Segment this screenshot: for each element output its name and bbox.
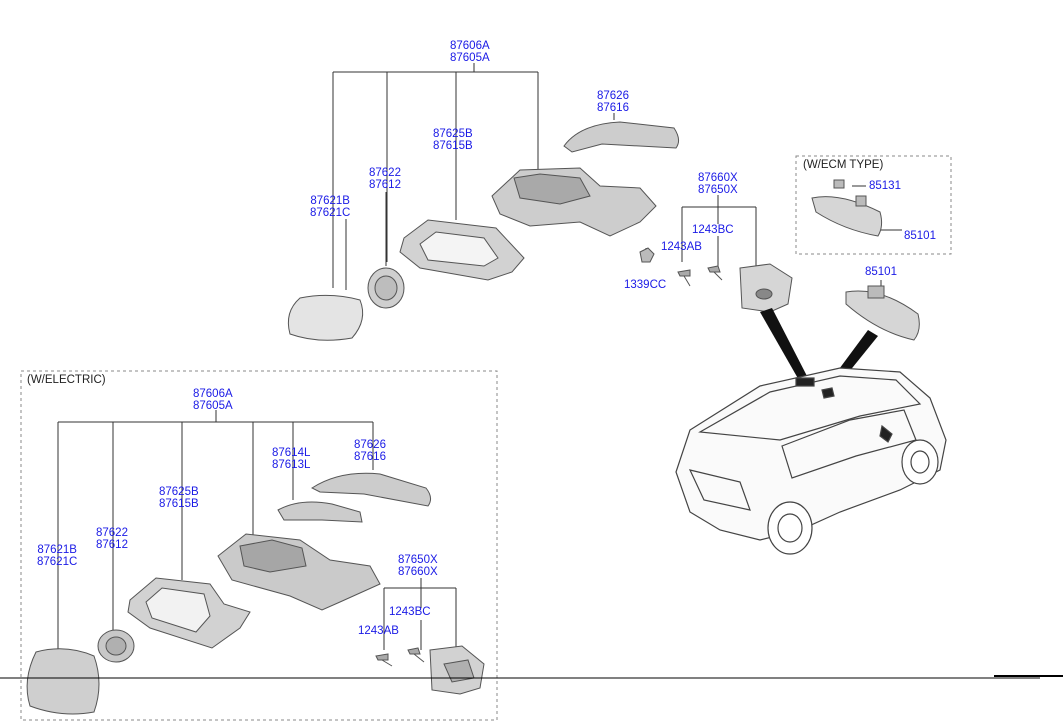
upper-holder-label: 87625B 87615B [433,128,473,152]
electric-screw-a-label: 1243BC [389,606,431,618]
bracket-screw-b-label: 1243AB [661,241,702,253]
ecm-cover-label: 85131 [869,180,901,192]
bottom-rules [0,675,1063,679]
electric-screw-1243ab-part [375,653,393,667]
bracket-part [739,263,793,313]
inside-mirror-label: 85101 [865,266,897,278]
electric-glass-part [26,648,100,715]
electric-bracket-header-label: 87650X 87660X [398,554,438,578]
upper-nut-label: 1339CC [624,279,667,291]
electric-leader-lines [57,410,457,650]
upper-glass-line-2: 87621C [310,207,351,219]
electric-repeater-part [277,501,363,523]
electric-glass-line-2: 87621C [37,556,78,568]
electric-box-outline [20,370,498,721]
screw-1243bc-part [707,265,723,281]
nut-part [639,247,655,263]
actuator-part [367,267,405,309]
electric-header-line-2: 87605A [193,400,233,412]
upper-cover-line-1: 87626 [597,90,629,102]
electric-cover-part [310,472,432,507]
bracket-header-line-2: 87650X [698,184,738,196]
upper-header-line-1: 87606A [450,40,490,52]
upper-actuator-label: 87622 87612 [369,167,401,191]
inside-mirror-part [845,285,920,341]
upper-holder-line-2: 87615B [433,140,473,152]
electric-actuator-label: 87622 87612 [96,527,128,551]
upper-cover-line-2: 87616 [597,102,629,114]
ecm-box-outline [795,155,952,255]
upper-glass-label: 87621B 87621C [310,195,350,219]
ecm-caption: (W/ECM TYPE) [803,159,884,171]
bracket-screw-a-label: 1243BC [692,224,734,236]
electric-screw-b-label: 1243AB [358,625,399,637]
upper-glass-line-1: 87621B [310,195,350,207]
screw-1243ab-part [677,269,691,287]
electric-actuator-line-1: 87622 [96,527,128,539]
electric-glass-line-1: 87621B [37,544,77,556]
ecm-mirror-part [811,179,883,237]
electric-cover-line-1: 87626 [354,439,386,451]
electric-repeater-line-2: 87613L [272,459,311,471]
mirror-cover-part [563,121,680,153]
electric-repeater-label: 87614L 87613L [272,447,310,471]
electric-holder-line-1: 87625B [159,486,199,498]
ecm-mirror-label: 85101 [904,230,936,242]
bracket-header-label: 87660X 87650X [698,172,738,196]
electric-actuator-line-2: 87612 [96,539,128,551]
upper-header-label: 87606A 87605A [450,40,490,64]
upper-header-line-2: 87605A [450,52,490,64]
car-illustration [675,367,947,555]
electric-bracket-header-line-2: 87660X [398,566,438,578]
electric-cover-line-2: 87616 [354,451,386,463]
electric-caption: (W/ELECTRIC) [27,374,106,386]
electric-holder-label: 87625B 87615B [159,486,199,510]
upper-holder-line-1: 87625B [433,128,473,140]
electric-screw-1243bc-part [407,647,425,663]
upper-leader-lines [332,63,757,290]
upper-actuator-line-1: 87622 [369,167,401,179]
electric-cover-label: 87626 87616 [354,439,386,463]
electric-bracket-header-line-1: 87650X [398,554,438,566]
electric-actuator-part [97,629,135,663]
electric-header-label: 87606A 87605A [193,388,233,412]
electric-repeater-line-1: 87614L [272,447,311,459]
electric-header-line-1: 87606A [193,388,233,400]
mirror-glass-part [287,294,364,341]
electric-holder-line-2: 87615B [159,498,199,510]
upper-actuator-line-2: 87612 [369,179,401,191]
bracket-header-line-1: 87660X [698,172,738,184]
upper-cover-label: 87626 87616 [597,90,629,114]
electric-glass-label: 87621B 87621C [37,544,77,568]
